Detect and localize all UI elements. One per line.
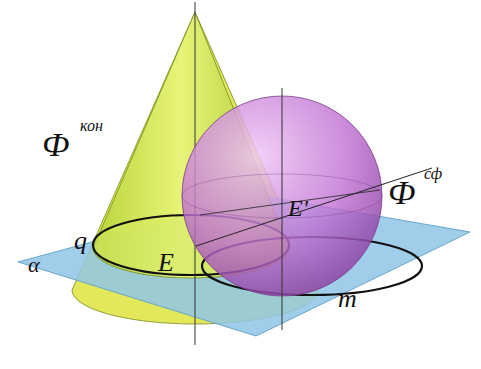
point-name: E [158,250,174,276]
curve-name: q [74,228,87,254]
plane-name: α [28,254,40,276]
superscript: сф [424,166,442,182]
curve-name: m [338,286,357,312]
sphere-axis [282,88,283,330]
superscript: кон [80,118,103,134]
figure-symbol: Ф [42,128,69,162]
figure-symbol: Ф [388,176,415,210]
line-through-centres [196,168,432,246]
point-name: E' [288,196,308,220]
